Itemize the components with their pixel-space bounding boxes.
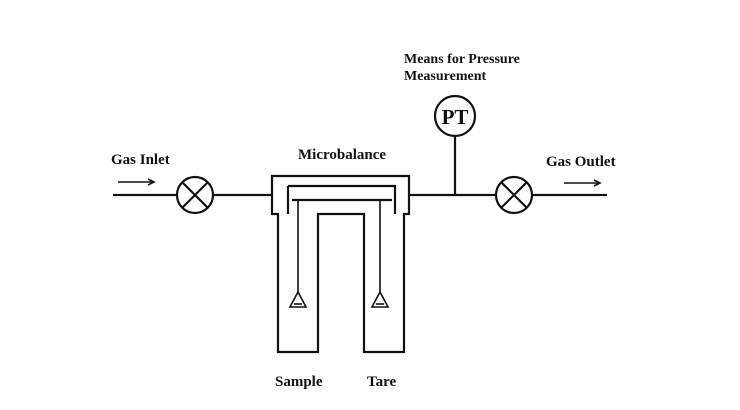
outlet-flow-arrow	[564, 179, 602, 187]
pressure-label-line2: Measurement	[404, 69, 486, 84]
gas-outlet-label: Gas Outlet	[546, 154, 616, 170]
pt-gauge-icon: PT	[433, 94, 477, 138]
gas-inlet-label: Gas Inlet	[111, 152, 170, 168]
microbalance-housing	[270, 174, 411, 354]
outlet-valve-icon	[494, 175, 534, 215]
pt-label: PT	[442, 105, 469, 129]
tare-pan-icon	[370, 200, 390, 308]
tare-label: Tare	[367, 374, 397, 390]
sample-label: Sample	[275, 374, 323, 390]
inlet-valve-icon	[175, 175, 215, 215]
sample-pan-icon	[288, 200, 308, 308]
inlet-flow-arrow	[118, 178, 156, 186]
microbalance-label: Microbalance	[298, 147, 386, 163]
pressure-label-line1: Means for Pressure	[404, 52, 520, 67]
